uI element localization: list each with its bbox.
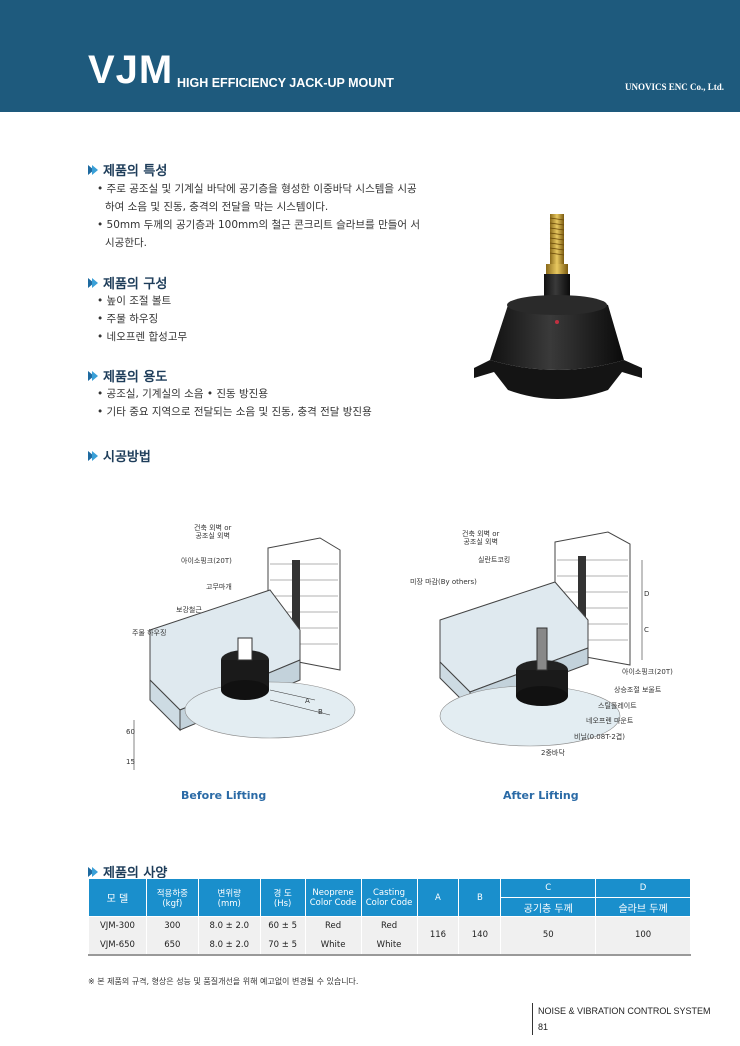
spec-note: ※ 본 제품의 규격, 형상은 성능 및 품질개선을 위해 예고없이 변경될 수… xyxy=(88,977,359,986)
label-finish: 미장 마감(By others) xyxy=(410,578,477,586)
list-item: • 공조실, 기계실의 소음 • 진동 방진용 xyxy=(97,388,268,400)
label-cap: 고무마개 xyxy=(206,583,232,591)
label-plate: 스틸플레이트 xyxy=(598,702,637,710)
label-housing: 주물 하우징 xyxy=(132,629,167,637)
section-usage-title: 제품의 용도 xyxy=(88,366,167,385)
label-dim-a: A xyxy=(305,697,310,705)
label-dim-d: D xyxy=(644,590,650,598)
label-isopink: 아이소핑크(20T) xyxy=(181,557,232,565)
label-sealant: 실란트코킹 xyxy=(478,556,511,564)
section-spec-title: 제품의 사양 xyxy=(88,862,167,881)
label-bolt: 상승조절 보울트 xyxy=(614,686,662,694)
label-wall: 건축 외벽 or 공조실 외벽 xyxy=(194,524,232,540)
before-lifting-caption: Before Lifting xyxy=(181,789,267,802)
th-d-sub: 슬라브 두께 xyxy=(595,897,691,917)
footer-system: NOISE & VIBRATION CONTROL SYSTEM xyxy=(538,1006,711,1016)
product-subtitle: HIGH EFFICIENCY JACK-UP MOUNT xyxy=(177,76,394,90)
th-d: D xyxy=(595,878,691,898)
label-isopink-after: 아이소핑크(20T) xyxy=(622,668,673,676)
table-row: VJM-300 300 8.0 ± 2.0 60 ± 5 Red Red 116… xyxy=(88,916,691,956)
label-mount: 네오프렌 마운트 xyxy=(586,717,634,725)
th-deflection: 변위량(mm) xyxy=(197,878,261,917)
features-list: • 주로 공조실 및 기계실 바닥에 공기층을 형성한 이중바닥 시스템을 시공… xyxy=(97,180,422,252)
th-c: C xyxy=(500,878,597,898)
label-dim-15: 15 xyxy=(126,758,135,766)
section-arrow-icon xyxy=(88,866,98,878)
label-dim-60: 60 xyxy=(126,728,135,736)
header-banner: VJM HIGH EFFICIENCY JACK-UP MOUNT UNOVIC… xyxy=(0,0,740,112)
before-lifting-diagram xyxy=(133,537,356,770)
table-row: VJM-650 650 8.0 ± 2.0 70 ± 5 White White xyxy=(88,935,691,956)
th-a: A xyxy=(416,878,460,917)
product-photo xyxy=(474,214,642,399)
footer-divider xyxy=(532,1003,533,1035)
label-dim-c: C xyxy=(644,626,649,634)
list-item: • 주로 공조실 및 기계실 바닥에 공기층을 형성한 이중바닥 시스템을 시공… xyxy=(97,183,417,213)
composition-list: • 높이 조절 볼트 • 주물 하우징 • 네오프렌 합성고무 xyxy=(97,292,187,346)
section-method-title: 시공방법 xyxy=(88,446,151,465)
section-arrow-icon xyxy=(88,164,98,176)
list-item: • 높이 조절 볼트 xyxy=(97,295,172,307)
section-arrow-icon xyxy=(88,370,98,382)
label-dim-b: B xyxy=(318,708,323,716)
th-load: 적용하중(kgf) xyxy=(145,878,199,917)
section-features-title: 제품의 특성 xyxy=(88,160,167,179)
list-item: • 기타 중요 지역으로 전달되는 소음 및 진동, 충격 전달 방진용 xyxy=(97,406,372,418)
list-item: • 50mm 두께의 공기층과 100mm의 철근 콘크리트 슬라브를 만들어 … xyxy=(97,219,421,249)
th-c-sub: 공기층 두께 xyxy=(500,897,597,917)
company-name: UNOVICS ENC Co., Ltd. xyxy=(624,82,724,92)
product-code: VJM xyxy=(88,48,174,92)
section-arrow-icon xyxy=(88,277,98,289)
page-number: 81 xyxy=(538,1022,549,1032)
label-floor: 2중바닥 xyxy=(541,749,565,757)
list-item: • 주물 하우징 xyxy=(97,313,159,325)
label-wall-after: 건축 외벽 or 공조실 외벽 xyxy=(462,530,500,546)
section-arrow-icon xyxy=(88,450,98,462)
after-lifting-caption: After Lifting xyxy=(503,789,579,802)
after-lifting-diagram xyxy=(439,531,643,747)
th-model: 모 델 xyxy=(88,878,147,917)
label-vinyl: 비닐(0.08T-2겹) xyxy=(574,733,625,741)
label-rebar: 보강철근 xyxy=(176,606,202,614)
usage-list: • 공조실, 기계실의 소음 • 진동 방진용 • 기타 중요 지역으로 전달되… xyxy=(97,385,372,421)
th-hardness: 경 도(Hs) xyxy=(259,878,306,917)
section-composition-title: 제품의 구성 xyxy=(88,273,167,292)
th-b: B xyxy=(458,878,502,917)
list-item: • 네오프렌 합성고무 xyxy=(97,331,188,343)
